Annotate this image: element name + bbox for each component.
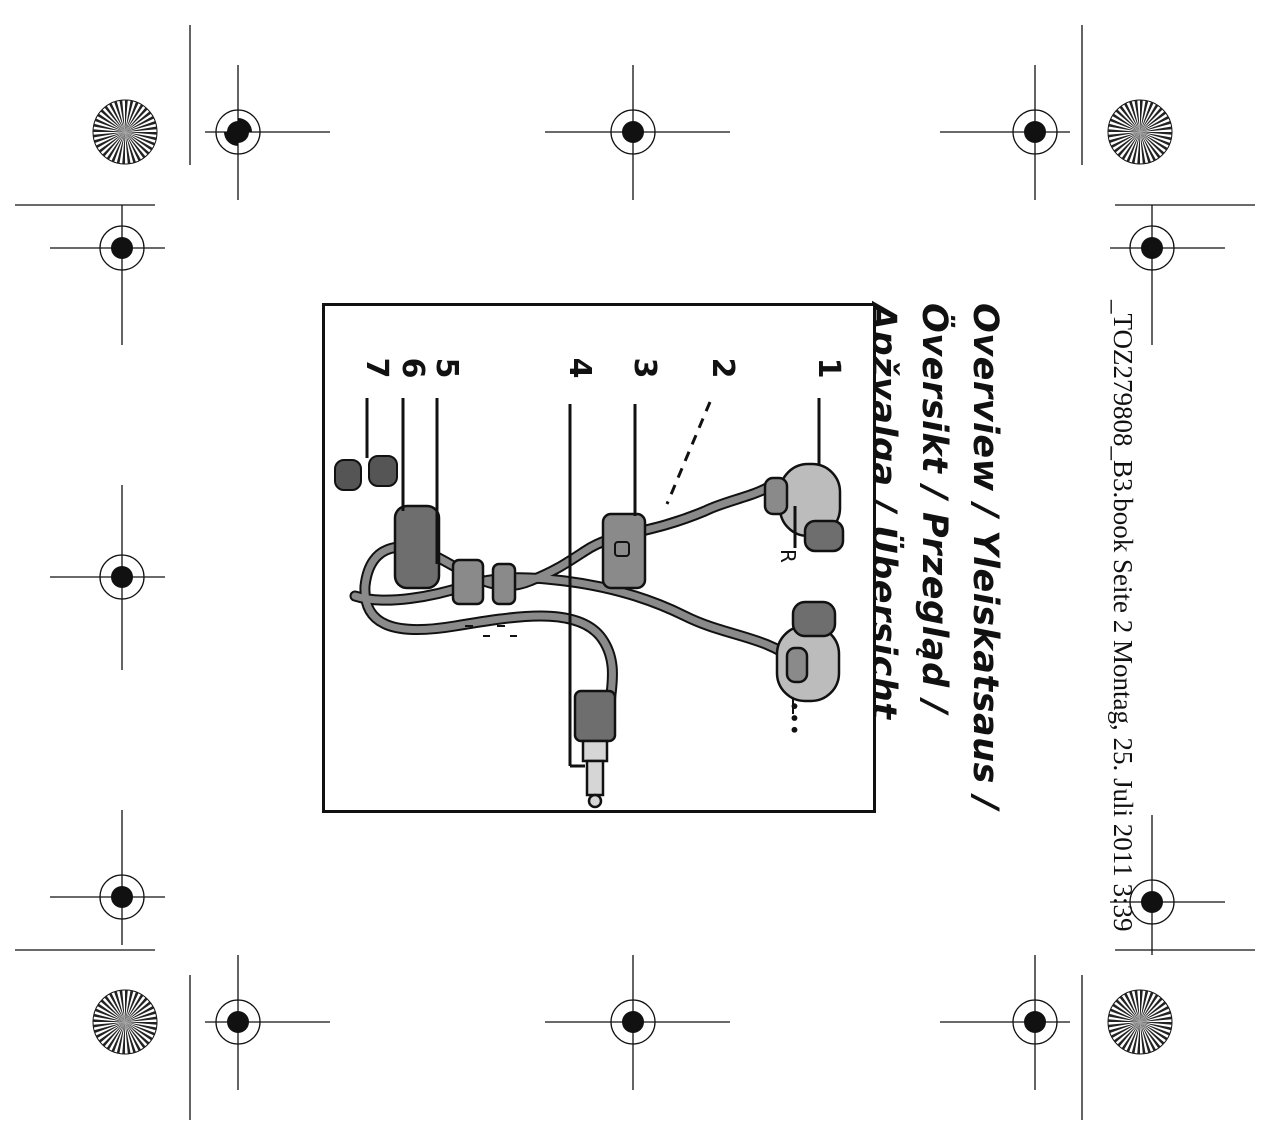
callout-3: 3 bbox=[627, 358, 662, 379]
callout-4: 4 bbox=[562, 358, 597, 379]
callout-7: 7 bbox=[359, 358, 394, 379]
jack-plug bbox=[573, 689, 617, 809]
callout-5: 5 bbox=[429, 358, 464, 379]
print-slug-text: _TOZ279808_B3.book Seite 2 Montag, 25. J… bbox=[1108, 300, 1138, 932]
right-earbud bbox=[763, 462, 845, 553]
callout-2: 2 bbox=[705, 358, 740, 379]
heading-line-1: Overview / Yleiskatsaus / bbox=[965, 303, 1005, 810]
left-side-marker: ••• bbox=[782, 700, 806, 735]
callout-1: 1 bbox=[811, 358, 846, 379]
overview-figure: 1 2 3 4 5 6 7 R ••• bbox=[322, 303, 876, 813]
callout-6: 6 bbox=[395, 358, 430, 379]
heading-line-2: Översikt / Przegląd / bbox=[914, 303, 954, 714]
left-earbud bbox=[775, 600, 841, 703]
earphones-illustration: 1 2 3 4 5 6 7 R ••• bbox=[334, 358, 846, 809]
right-side-label: R bbox=[776, 549, 800, 563]
